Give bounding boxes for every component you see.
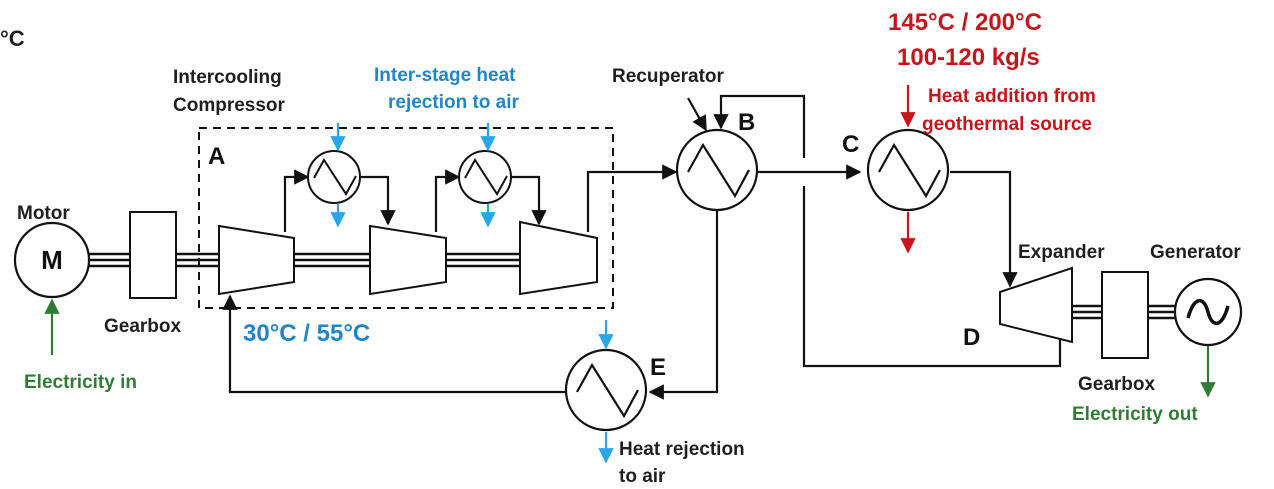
heater-temperature-label: 145°C / 200°C [888, 9, 1042, 36]
station-c: C [842, 131, 859, 158]
heat-addition-label-2: geothermal source [922, 114, 1092, 135]
station-b: B [738, 109, 755, 136]
flow-stage1-to-ic1 [283, 169, 310, 232]
compressor-stage-3 [519, 220, 598, 296]
intercooler-1 [307, 150, 361, 204]
motor-label: Motor [17, 203, 70, 224]
intercooler-2 [458, 150, 512, 204]
flow-heater-to-expander [950, 170, 1018, 288]
heat-addition-label-1: Heat addition from [928, 86, 1096, 107]
interstage-label-1: Inter-stage heat [374, 65, 516, 86]
intercooling-label-2: Compressor [173, 95, 286, 116]
flow-ic2-to-stage3 [511, 175, 547, 226]
recuperator-pointer [687, 97, 707, 132]
flow-ic1-to-stage2 [360, 175, 396, 226]
motor-symbol: M [41, 245, 63, 275]
heat-rejection-label-1: Heat rejection [619, 439, 745, 460]
heat-rejection-label-2: to air [619, 466, 666, 487]
geothermal-heater [866, 128, 950, 212]
expander-label: Expander [1018, 242, 1105, 263]
expander [999, 266, 1073, 344]
electricity-in-label: Electricity in [24, 372, 137, 393]
heat-rejection-cooler [564, 348, 648, 432]
generator-label: Generator [1150, 242, 1241, 263]
gearbox-right-label: Gearbox [1078, 374, 1156, 395]
left-shaft [88, 252, 520, 268]
flow-compressor-to-recuperator [586, 164, 678, 232]
flow-expander-exhaust-to-recuperator [802, 186, 1062, 368]
motor: M [13, 221, 91, 299]
station-d: D [963, 324, 980, 351]
gearbox-right [1101, 271, 1149, 359]
compressor-inlet-temperature-label: 30°C / 55°C [243, 320, 370, 347]
edge-text-fragment: °C [0, 26, 25, 51]
flow-recuperator-to-cooler [648, 210, 719, 400]
flow-hot-return-into-recuperator [713, 94, 806, 158]
heater-flow-label: 100-120 kg/s [897, 44, 1040, 71]
recuperator-label: Recuperator [612, 66, 725, 87]
flow-cooler-to-compressor [222, 294, 566, 394]
electricity-out-label: Electricity out [1072, 404, 1198, 425]
station-a: A [208, 143, 225, 170]
flow-stage2-to-ic2 [434, 169, 461, 232]
intercooling-label-1: Intercooling [173, 67, 282, 88]
station-e: E [650, 354, 666, 381]
intercooling-compressor-box [198, 127, 614, 309]
gearbox-left-label: Gearbox [104, 316, 182, 337]
interstage-label-2: rejection to air [388, 92, 520, 113]
generator [1173, 277, 1243, 347]
gearbox-left [129, 211, 177, 299]
compressor-stage-1 [218, 224, 295, 296]
compressor-stage-2 [369, 224, 447, 296]
recuperator [675, 128, 759, 212]
right-shaft [1072, 304, 1176, 320]
